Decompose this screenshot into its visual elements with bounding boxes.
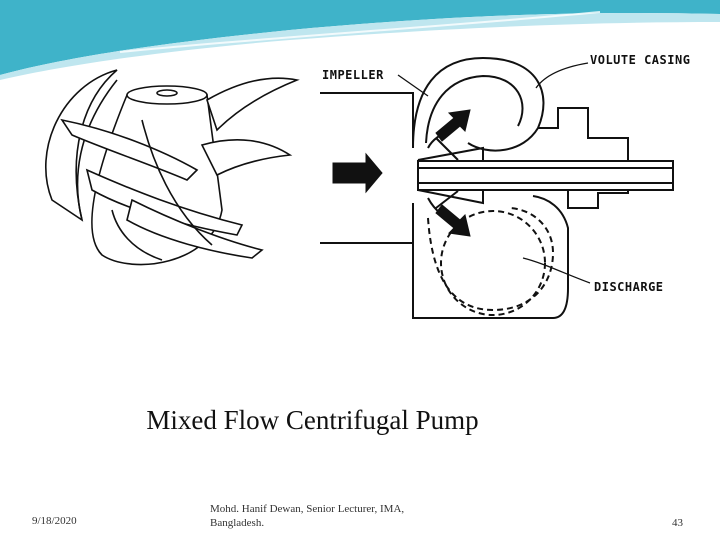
impeller-label: IMPELLER [322, 68, 384, 82]
impeller-illustration [44, 69, 300, 266]
discharge-label: DISCHARGE [594, 280, 664, 294]
footer-author: Mohd. Hanif Dewan, Senior Lecturer, IMA,… [210, 503, 405, 529]
pump-cross-section-diagram [320, 56, 674, 319]
footer-date: 9/18/2020 [32, 515, 77, 527]
header-wave-decoration [0, 0, 720, 80]
page-number: 43 [672, 517, 683, 529]
volute-casing-label: VOLUTE CASING [590, 53, 691, 67]
slide-caption: Mixed Flow Centrifugal Pump [146, 405, 479, 435]
